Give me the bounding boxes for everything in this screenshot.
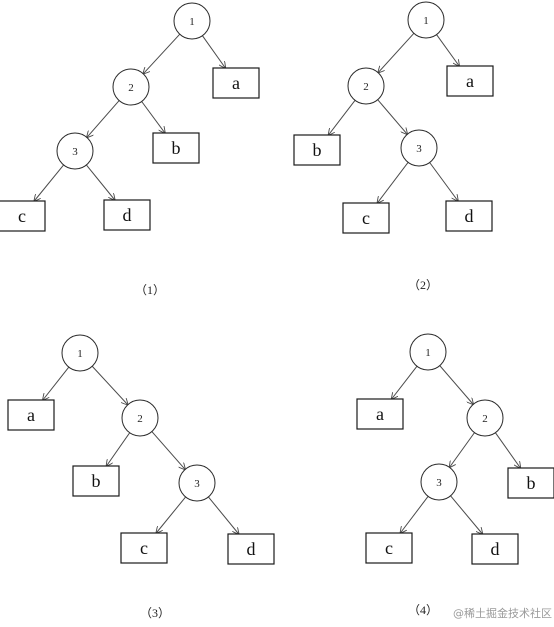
circle-node-label: 2 — [363, 81, 369, 93]
leaf-node-label: b — [313, 140, 322, 160]
edge-n3-to-d — [85, 164, 114, 200]
leaf-node-d — [471, 533, 519, 565]
circle-node-1 — [173, 2, 211, 40]
leaf-node-c — [365, 532, 413, 564]
edge-n2-to-n3 — [450, 432, 475, 468]
circle-node-1 — [409, 333, 447, 371]
leaf-node-label: d — [491, 539, 500, 559]
edge-n3-to-c — [400, 496, 429, 533]
circle-node-label: 1 — [189, 16, 195, 28]
circle-node-1 — [61, 334, 99, 372]
leaf-node-label: a — [232, 73, 240, 93]
leaf-node-label: a — [376, 404, 384, 424]
edge-n3-to-d — [208, 496, 238, 534]
circle-node-2 — [347, 67, 385, 105]
edge-n2-to-n3 — [377, 99, 408, 135]
edge-n1-to-a — [43, 366, 70, 400]
leaf-node-label: b — [92, 471, 101, 491]
circle-node-3 — [420, 463, 458, 501]
leaf-node-label: c — [140, 538, 148, 558]
edge-n2-to-n3 — [151, 431, 185, 470]
leaf-node-d — [103, 199, 151, 231]
circle-node-label: 3 — [416, 143, 422, 155]
edge-n1-to-a — [392, 365, 418, 399]
edge-n3-to-c — [377, 162, 409, 203]
edge-n3-to-c — [34, 164, 65, 201]
leaf-node-label: a — [27, 405, 35, 425]
leaf-node-b — [293, 134, 341, 166]
leaf-node-a — [446, 65, 494, 97]
caption-2: （2） — [408, 278, 438, 292]
leaf-node-c — [0, 200, 46, 232]
caption-4: （4） — [408, 603, 438, 617]
edge-n1-to-n2 — [143, 33, 181, 74]
edge-n3-to-d — [429, 162, 458, 201]
circle-node-1 — [407, 1, 445, 39]
circle-node-2 — [121, 399, 159, 437]
leaf-node-b — [152, 132, 200, 164]
tree-1: 1 2 a 3 b c d （1） — [0, 2, 260, 297]
circle-node-label: 3 — [194, 478, 200, 490]
edge-n2-to-b — [328, 99, 356, 135]
circle-node-label: 2 — [482, 413, 488, 425]
leaf-node-a — [212, 67, 260, 99]
circle-node-label: 3 — [72, 146, 78, 158]
edge-n1-to-n2 — [439, 365, 473, 405]
edge-n1-to-n2 — [91, 365, 128, 405]
leaf-node-label: c — [385, 538, 393, 558]
circle-node-label: 3 — [436, 477, 442, 489]
circle-node-3 — [178, 464, 216, 502]
leaf-node-a — [356, 398, 404, 430]
leaf-node-label: a — [466, 71, 474, 91]
leaf-node-b — [72, 465, 120, 497]
leaf-node-b — [507, 467, 554, 499]
circle-node-label: 1 — [425, 347, 431, 359]
leaf-node-label: b — [527, 473, 536, 493]
leaf-node-label: d — [247, 539, 256, 559]
leaf-node-d — [227, 533, 275, 565]
circle-node-3 — [400, 129, 438, 167]
leaf-node-c — [120, 532, 168, 564]
leaf-node-a — [7, 399, 55, 431]
edge-n1-to-a — [436, 34, 460, 66]
edge-n2-to-b — [106, 432, 131, 466]
leaf-node-label: c — [362, 208, 370, 228]
circle-node-label: 1 — [77, 348, 83, 360]
circle-node-2 — [112, 68, 150, 106]
edge-n1-to-n2 — [378, 32, 415, 72]
leaf-node-label: b — [172, 138, 181, 158]
leaf-node-c — [342, 202, 390, 234]
leaf-node-label: d — [123, 205, 132, 225]
edge-n2-to-n3 — [87, 100, 120, 138]
edge-n3-to-d — [450, 495, 483, 534]
edge-n2-to-b — [494, 432, 520, 468]
circle-node-3 — [56, 132, 94, 170]
circle-node-label: 2 — [128, 82, 134, 94]
tree-4: 1 a 2 3 b c d （4） — [356, 333, 554, 617]
caption-3: （3） — [140, 606, 170, 620]
leaf-node-label: d — [465, 206, 474, 226]
watermark: @稀土掘金技术社区 — [453, 607, 552, 620]
caption-1: （1） — [135, 283, 165, 297]
leaf-node-label: c — [18, 206, 26, 226]
circle-node-2 — [466, 399, 504, 437]
circle-node-label: 1 — [423, 15, 429, 27]
leaf-node-d — [445, 200, 493, 232]
edge-n2-to-b — [141, 101, 165, 133]
edge-n3-to-c — [156, 496, 187, 533]
circle-node-label: 2 — [137, 413, 143, 425]
edge-n1-to-a — [202, 35, 225, 68]
tree-3: 1 a 2 b 3 c d （3） — [7, 334, 275, 620]
tree-2: 1 2 a b 3 c d （2） — [293, 1, 494, 292]
